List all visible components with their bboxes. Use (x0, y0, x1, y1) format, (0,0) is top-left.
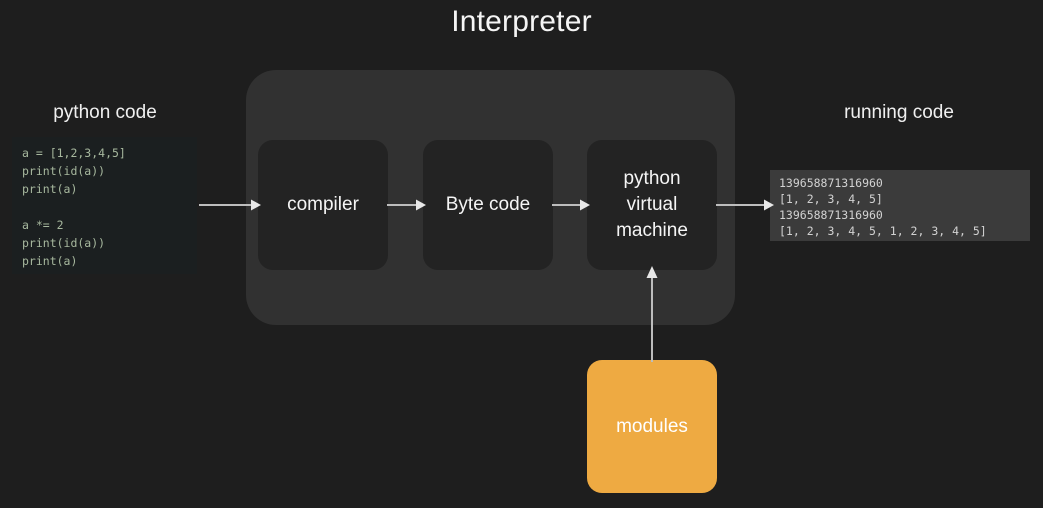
stage-box-compiler: compiler (258, 140, 388, 270)
python-code-label: python code (53, 102, 157, 123)
arrow-modules-to-pvm-icon (646, 266, 658, 362)
stage-box-bytecode: Byte code (423, 140, 553, 270)
arrow-pvm-to-running-code-icon (716, 199, 774, 211)
running-code-output-text: 139658871316960 [1, 2, 3, 4, 5] 13965887… (779, 176, 987, 238)
page-title: Interpreter (451, 5, 592, 38)
running-code-label: running code (844, 102, 954, 123)
modules-box: modules (587, 360, 717, 493)
arrow-compiler-to-bytecode-icon (387, 199, 426, 211)
arrow-python-code-to-compiler-icon (199, 199, 261, 211)
python-code-block: a = [1,2,3,4,5] print(id(a)) print(a) a … (12, 137, 197, 274)
python-code-text: a = [1,2,3,4,5] print(id(a)) print(a) a … (22, 146, 126, 268)
running-code-output-block: 139658871316960 [1, 2, 3, 4, 5] 13965887… (770, 170, 1030, 241)
arrow-bytecode-to-pvm-icon (552, 199, 590, 211)
